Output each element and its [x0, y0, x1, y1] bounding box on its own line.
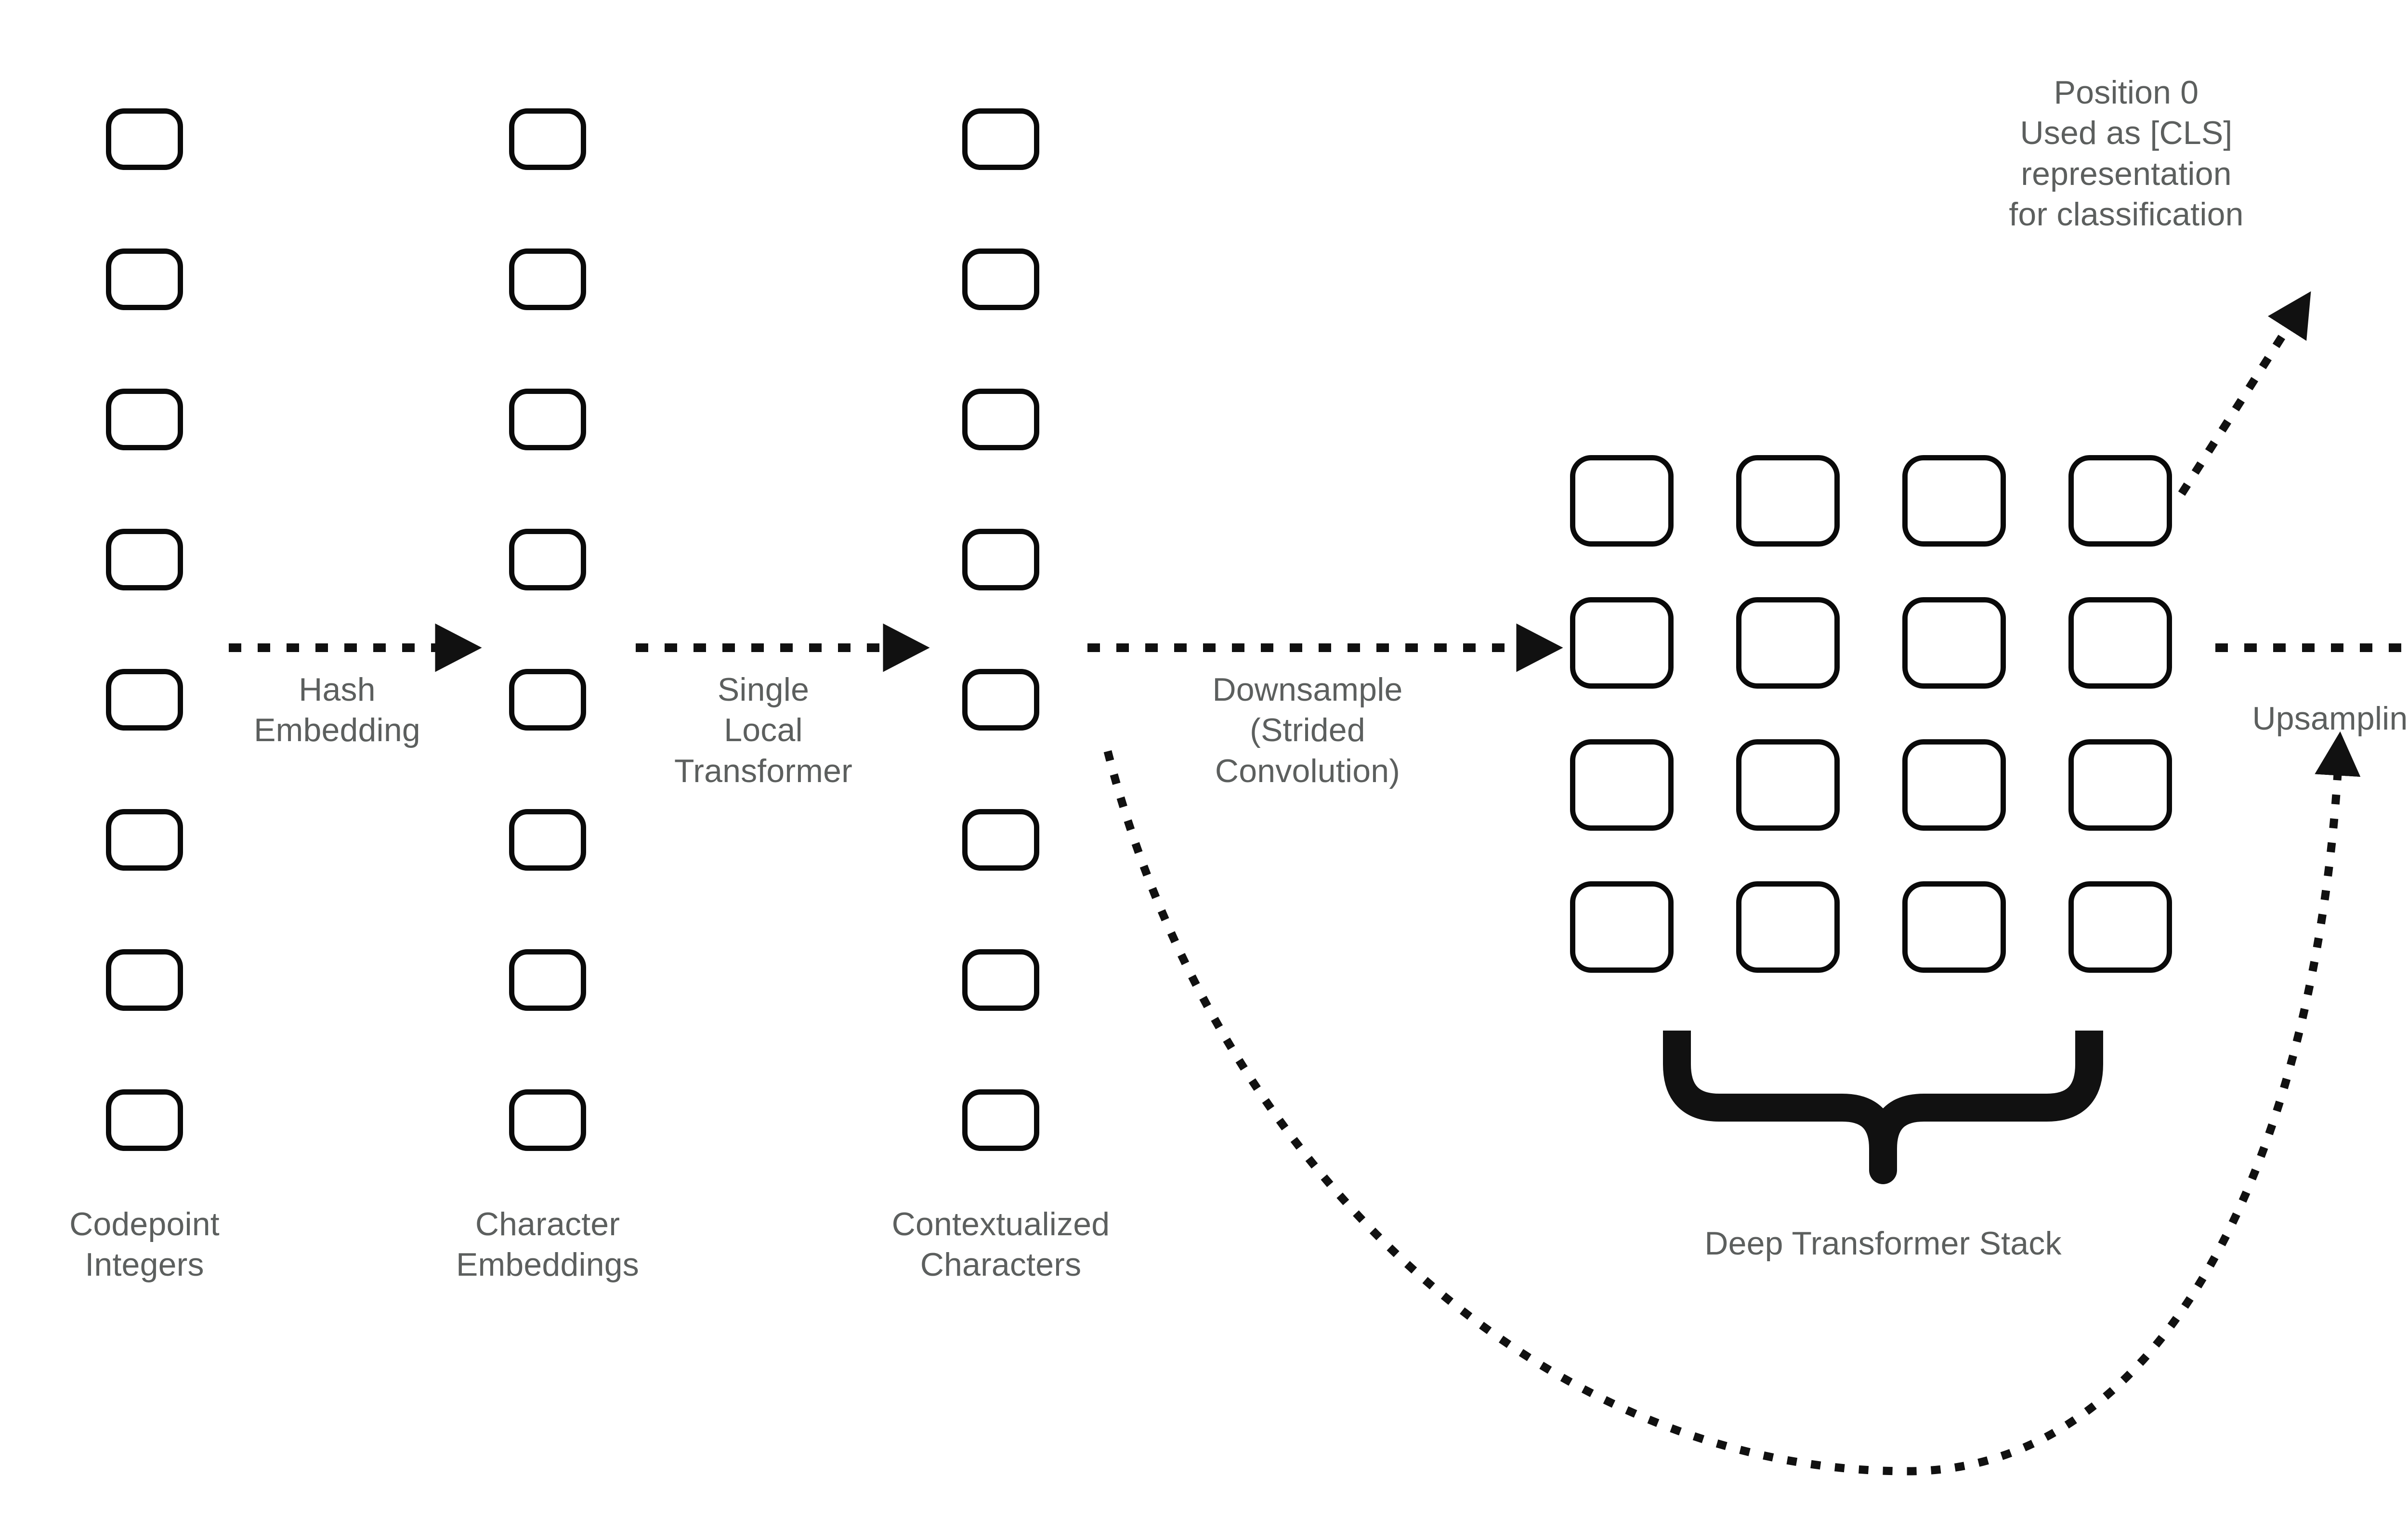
grid-cell-r1c1: [1736, 597, 1840, 689]
column-label-contextualized-characters: Contextualized Characters: [891, 1206, 1110, 1283]
cell-codepoint-3: [106, 529, 183, 590]
cell-codepoint-1: [106, 248, 183, 310]
cell-ctx-7: [962, 1089, 1039, 1151]
grid-cell-r0c1: [1736, 455, 1840, 547]
grid-cell-r0c3: [2068, 455, 2172, 547]
cell-ctx-3: [962, 529, 1039, 590]
cell-charemb-5: [509, 809, 586, 871]
cell-codepoint-5: [106, 809, 183, 871]
column-label-character-embeddings: Character Embeddings: [456, 1206, 640, 1283]
cell-codepoint-7: [106, 1089, 183, 1151]
edge-label-hash-embedding: Hash Embedding: [254, 671, 420, 749]
curly-brace-icon: [1663, 1031, 2103, 1184]
cell-ctx-4: [962, 669, 1039, 731]
cell-ctx-2: [962, 389, 1039, 450]
cell-charemb-6: [509, 949, 586, 1011]
cell-ctx-1: [962, 248, 1039, 310]
grid-cell-r3c0: [1570, 881, 1674, 973]
grid-cell-r1c3: [2068, 597, 2172, 689]
cell-ctx-6: [962, 949, 1039, 1011]
grid-cell-r0c0: [1570, 455, 1674, 547]
cell-codepoint-0: [106, 108, 183, 170]
annotation-cls-position-note: Position 0 Used as [CLS] representation …: [2009, 74, 2244, 233]
grid-cell-r3c3: [2068, 881, 2172, 973]
cell-charemb-4: [509, 669, 586, 731]
arrow-cls-callout: [2178, 291, 2311, 496]
edge-label-single-local-transformer: Single Local Transformer: [674, 671, 852, 789]
grid-cell-r2c0: [1570, 739, 1674, 831]
curve-residual-skip-connection: [1103, 731, 2361, 1476]
grid-cell-r3c1: [1736, 881, 1840, 973]
cell-ctx-0: [962, 108, 1039, 170]
cell-charemb-3: [509, 529, 586, 590]
edge-label-upsampling: Upsampling: [2252, 700, 2408, 737]
cell-charemb-7: [509, 1089, 586, 1151]
grid-cell-r1c0: [1570, 597, 1674, 689]
column-label-codepoint-integers: Codepoint Integers: [69, 1206, 220, 1283]
grid-cell-r1c2: [1902, 597, 2006, 689]
grid-cell-r2c2: [1902, 739, 2006, 831]
cell-ctx-5: [962, 809, 1039, 871]
grid-cell-r2c3: [2068, 739, 2172, 831]
cell-charemb-2: [509, 389, 586, 450]
cell-codepoint-6: [106, 949, 183, 1011]
grid-cell-r0c2: [1902, 455, 2006, 547]
grid-cell-r2c1: [1736, 739, 1840, 831]
edge-label-downsample: Downsample (Strided Convolution): [1212, 671, 1403, 789]
stack-label-deep-transformer-stack: Deep Transformer Stack: [1704, 1225, 2062, 1262]
cell-charemb-0: [509, 108, 586, 170]
cell-charemb-1: [509, 248, 586, 310]
cell-codepoint-2: [106, 389, 183, 450]
cell-codepoint-4: [106, 669, 183, 731]
grid-cell-r3c2: [1902, 881, 2006, 973]
